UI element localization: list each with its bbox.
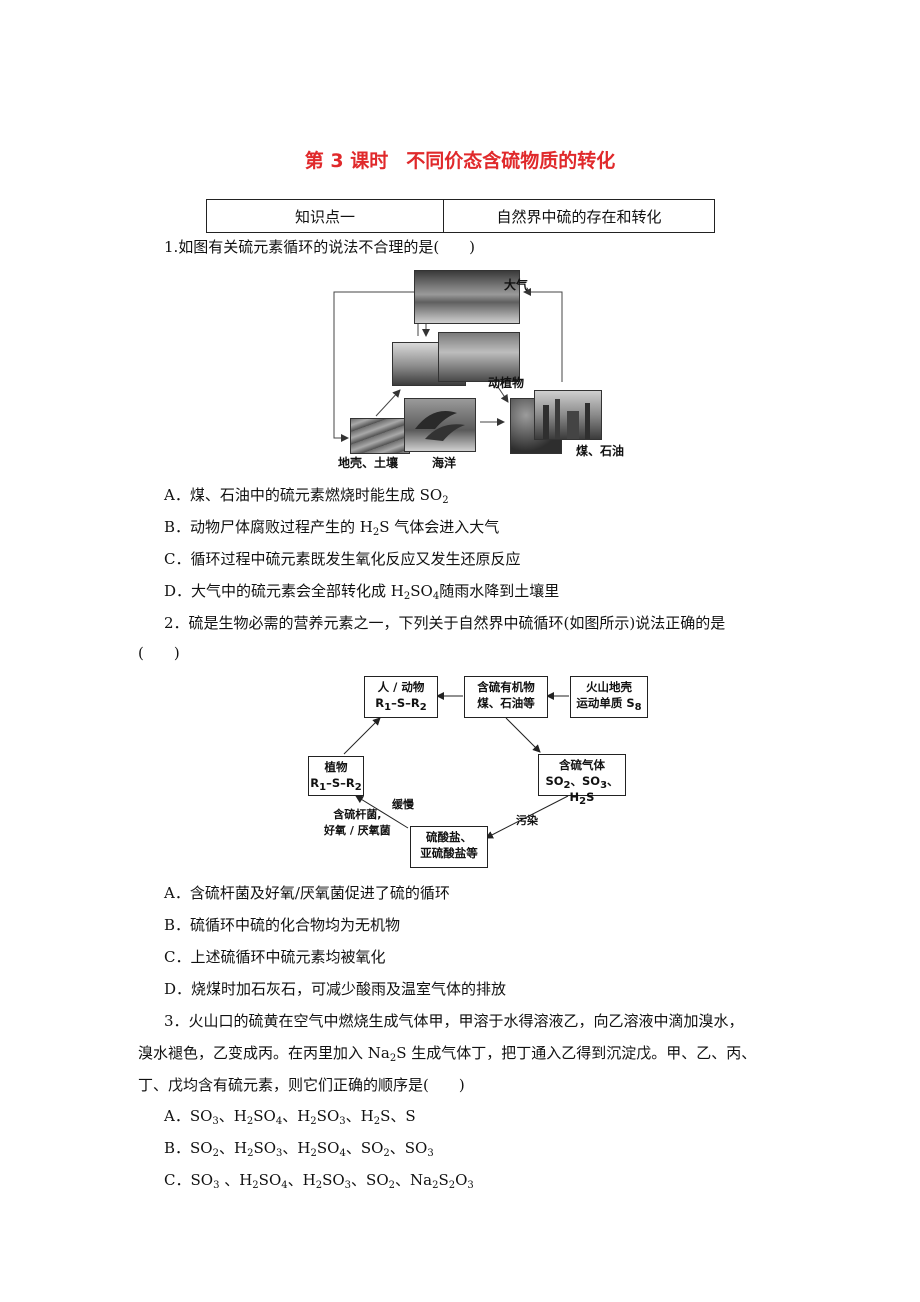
q1-stem: 1.如图有关硫元素循环的说法不合理的是( ) [164, 238, 476, 256]
q1-option-c: C．循环过程中硫元素既发生氧化反应又发生还原反应 [164, 550, 521, 568]
crust-photo [350, 418, 410, 454]
human-title: 人 / 动物 [377, 680, 425, 694]
q1-option-a: A．煤、石油中的硫元素燃烧时能生成 SO2 [164, 486, 449, 506]
plant-title: 植物 [324, 760, 348, 774]
figure1-arrows [333, 288, 563, 442]
plant-formula: R1–S–R2 [310, 776, 362, 793]
q2-option-d: D．烧煤时加石灰石，可减少酸雨及温室气体的排放 [164, 980, 507, 998]
bacteria-line2: 好氧 / 厌氧菌 [324, 824, 391, 837]
dolphin-icon [415, 411, 465, 441]
ocean-caption: 海洋 [432, 456, 457, 470]
sulfur-gas-box: 含硫气体 SO2、SO3、H2S [538, 754, 626, 807]
volcano-line2: 运动单质 S8 [576, 696, 642, 713]
refinery-photo [534, 390, 602, 440]
atmosphere-caption: 大气 [504, 278, 529, 292]
gas-title: 含硫气体 [559, 758, 605, 772]
q2-option-a: A．含硫杆菌及好氧/厌氧菌促进了硫的循环 [164, 884, 450, 902]
q3-line3: 丁、戊均含有硫元素，则它们正确的顺序是( ) [138, 1076, 465, 1094]
q3-line1: 3．火山口的硫黄在空气中燃烧生成气体甲，甲溶于水得溶液乙，向乙溶液中滴加溴水， [164, 1012, 744, 1030]
bacteria-label: 含硫杆菌, 好氧 / 厌氧菌 [324, 806, 391, 838]
q3-line2: 溴水褪色，乙变成丙。在丙里加入 Na2S 生成气体丁，把丁通入乙得到沉淀戊。甲、… [138, 1044, 757, 1064]
q2-option-b: B．硫循环中硫的化合物均为无机物 [164, 916, 401, 934]
sulfur-cycle-figure-1: 大气 动植物 地壳、土壤 海洋 煤、石油 [320, 266, 650, 476]
ocean-photo [404, 398, 476, 452]
q2-option-c: C．上述硫循环中硫元素均被氧化 [164, 948, 386, 966]
factory-icon [543, 399, 590, 439]
figure2-arrows [343, 692, 569, 839]
q1-option-d: D．大气中的硫元素会全部转化成 H2SO4随雨水降到土壤里 [164, 582, 560, 602]
title-lesson: 第 3 课时 [304, 150, 389, 172]
q3-option-b: B．SO2、H2SO3、H2SO4、SO2、SO3 [164, 1139, 434, 1159]
bacteria-line1: 含硫杆菌, [333, 808, 382, 821]
q2-stem: 2．硫是生物必需的营养元素之一，下列关于自然界中硫循环(如图所示)说法正确的是 [164, 614, 726, 632]
page-title: 第 3 课时不同价态含硫物质的转化 [0, 146, 920, 173]
volcano-box: 火山地壳 运动单质 S8 [570, 676, 648, 718]
human-animal-box: 人 / 动物 R1–S–R2 [364, 676, 438, 718]
q2-stem-paren: ( ) [138, 644, 180, 662]
atmosphere-photo [414, 270, 520, 324]
sulfur-cycle-figure-2: 人 / 动物 R1–S–R2 含硫有机物 煤、石油等 火山地壳 运动单质 S8 … [300, 672, 660, 868]
gas-formulas: SO2、SO3、H2S [545, 774, 619, 807]
slow-label: 缓慢 [392, 798, 414, 811]
organic-line1: 含硫有机物 [477, 680, 535, 694]
q3-option-c: C．SO3 、H2SO4、H2SO3、SO2、Na2S2O3 [164, 1171, 474, 1191]
kp-topic: 自然界中硫的存在和转化 [496, 207, 662, 226]
crust-caption: 地壳、土壤 [338, 456, 399, 470]
plant-box: 植物 R1–S–R2 [308, 756, 364, 796]
pollution-label: 污染 [516, 814, 538, 827]
volcano-line1: 火山地壳 [586, 680, 632, 694]
organic-sulfur-box: 含硫有机物 煤、石油等 [464, 676, 548, 718]
sulfate-box: 硫酸盐、 亚硫酸盐等 [410, 826, 488, 868]
q3-option-a: A．SO3、H2SO4、H2SO3、H2S、S [164, 1107, 416, 1127]
human-formula: R1–S–R2 [375, 696, 427, 713]
sulfate-line2: 亚硫酸盐等 [420, 846, 478, 860]
organic-line2: 煤、石油等 [477, 696, 535, 710]
sulfate-line1: 硫酸盐、 [426, 830, 472, 844]
organisms-photo [438, 332, 520, 382]
title-topic: 不同价态含硫物质的转化 [406, 150, 616, 172]
coal-caption: 煤、石油 [576, 444, 625, 458]
knowledge-point-table: 知识点一 自然界中硫的存在和转化 [206, 199, 715, 233]
q1-option-b: B．动物尸体腐败过程产生的 H2S 气体会进入大气 [164, 518, 500, 538]
kp-label: 知识点一 [207, 200, 444, 232]
organisms-caption: 动植物 [488, 376, 525, 390]
